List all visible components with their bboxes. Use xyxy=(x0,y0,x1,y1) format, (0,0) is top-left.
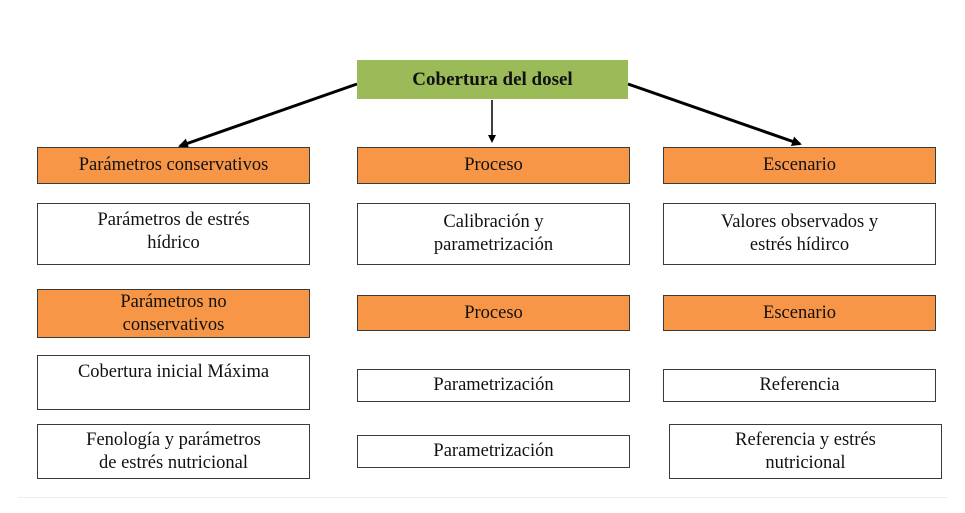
col3-item3: Referencia y estrés nutricional xyxy=(669,424,942,479)
col2-item2: Parametrización xyxy=(357,369,630,402)
col2-item1-label: Calibración y parametrización xyxy=(433,212,554,255)
arrow-right xyxy=(627,82,802,147)
col2-item1: Calibración y parametrización xyxy=(357,203,630,265)
col1-item1: Parámetros de estrés hídrico xyxy=(37,203,310,265)
col1-item2-label: Cobertura inicial Máxima xyxy=(77,362,270,382)
root-label: Cobertura del dosel xyxy=(412,69,573,90)
col2-item3: Parametrización xyxy=(357,435,630,468)
root-node: Cobertura del dosel xyxy=(357,60,628,99)
col3-header2-label: Escenario xyxy=(763,302,836,323)
col1-item3-label: Fenología y parámetros de estrés nutrici… xyxy=(86,429,261,473)
col3-header1: Escenario xyxy=(663,147,936,184)
col1-item3: Fenología y parámetros de estrés nutrici… xyxy=(37,424,310,479)
col3-item1-label: Valores observados y estrés hídirco xyxy=(720,212,879,255)
col2-header2-label: Proceso xyxy=(464,302,523,323)
arrow-left xyxy=(178,82,358,149)
col2-header2: Proceso xyxy=(357,295,630,331)
col1-item2: Cobertura inicial Máxima xyxy=(37,355,310,410)
col1-header2: Parámetros no conservativos xyxy=(37,289,310,338)
col1-header1-label: Parámetros conservativos xyxy=(78,155,269,175)
col3-item1: Valores observados y estrés hídirco xyxy=(663,203,936,265)
col1-item1-label: Parámetros de estrés hídrico xyxy=(97,210,250,253)
col2-item3-label: Parametrización xyxy=(433,441,554,461)
col3-item2: Referencia xyxy=(663,369,936,402)
col3-item3-label: Referencia y estrés nutricional xyxy=(735,429,876,473)
col3-item2-label: Referencia xyxy=(759,375,840,395)
col2-header1-label: Proceso xyxy=(464,155,523,175)
col1-header1: Parámetros conservativos xyxy=(37,147,310,184)
col3-header1-label: Escenario xyxy=(763,155,836,175)
col3-header2: Escenario xyxy=(663,295,936,331)
footer-divider xyxy=(18,497,948,498)
col1-header2-label: Parámetros no conservativos xyxy=(120,291,227,335)
col2-header1: Proceso xyxy=(357,147,630,184)
col2-item2-label: Parametrización xyxy=(433,375,554,395)
